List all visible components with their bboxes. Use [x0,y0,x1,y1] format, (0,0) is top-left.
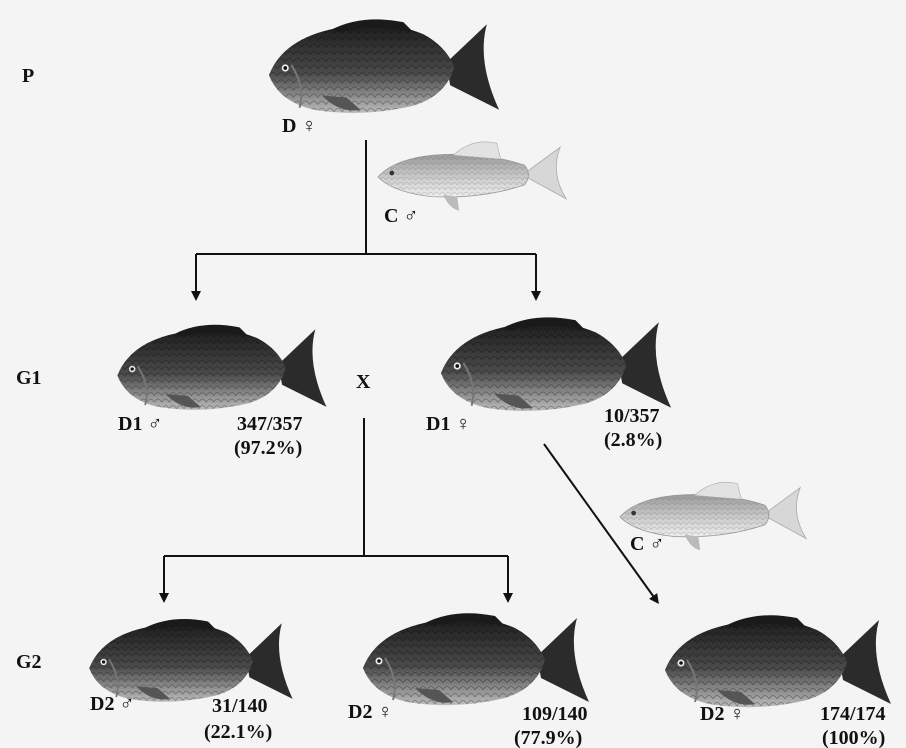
g2-female-label: D2 ♀ [348,701,392,723]
g2-female-fish-image [363,613,589,705]
g2-backcross-female-fish-image [665,615,891,707]
g2-male-percent: (22.1%) [204,721,272,743]
g2-backcross-female-ratio: 174/174 [820,703,886,725]
parent-male-fish-image [378,142,566,211]
g2-male-ratio: 31/140 [212,695,268,717]
parent-female-label: D ♀ [282,115,316,137]
g1-female-percent: (2.8%) [604,429,662,451]
generation-label-g1: G1 [16,367,42,389]
g1-female-fish-image [441,317,671,411]
g2-backcross-female-label: D2 ♀ [700,703,744,725]
generation-label-g2: G2 [16,651,42,673]
generation-label-p: P [22,65,34,87]
parent-female-fish-image [269,19,499,113]
g1-female-label: D1 ♀ [426,413,470,435]
g1-male-label: D1 ♂ [118,413,162,435]
cross-symbol: X [356,371,371,393]
g2-male-label: D2 ♂ [90,693,134,715]
g2-female-ratio: 109/140 [522,703,588,725]
g1-male-fish-image [117,325,326,410]
g1-male-ratio: 347/357 [237,413,303,435]
g1-female-ratio: 10/357 [604,405,660,427]
parent-male-label: C ♂ [384,205,418,227]
g2-male-fish-image [89,619,292,702]
backcross-male-label: C ♂ [630,533,664,555]
g1-male-percent: (97.2%) [234,437,302,459]
g2-backcross-female-percent: (100%) [822,727,885,748]
g2-female-percent: (77.9%) [514,727,582,748]
